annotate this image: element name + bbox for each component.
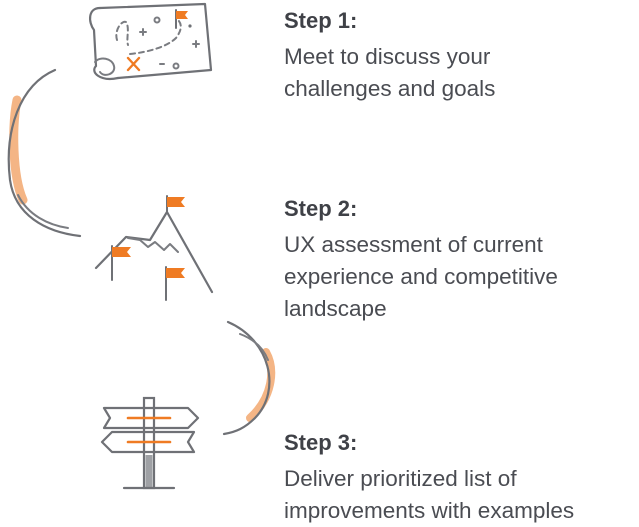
signpost-icon: [100, 396, 200, 490]
mountain-flags-icon: [94, 195, 214, 301]
step-2: Step 2: UX assessment of current experie…: [284, 196, 639, 325]
step-3-title: Step 3:: [284, 430, 358, 455]
treasure-map-icon: [88, 2, 213, 80]
step-3-description: Deliver prioritized list of improvements…: [284, 466, 575, 523]
step-3: Step 3: Deliver prioritized list of impr…: [284, 430, 639, 527]
step-2-description: UX assessment of current experience and …: [284, 232, 558, 321]
step-1: Step 1: Meet to discuss your challenges …: [284, 8, 639, 105]
connector-path-2: [222, 320, 276, 436]
step-2-title: Step 2:: [284, 196, 358, 221]
step-1-title: Step 1:: [284, 8, 358, 33]
step-1-description: Meet to discuss your challenges and goal…: [284, 44, 496, 101]
connector-path-1: [7, 68, 82, 238]
